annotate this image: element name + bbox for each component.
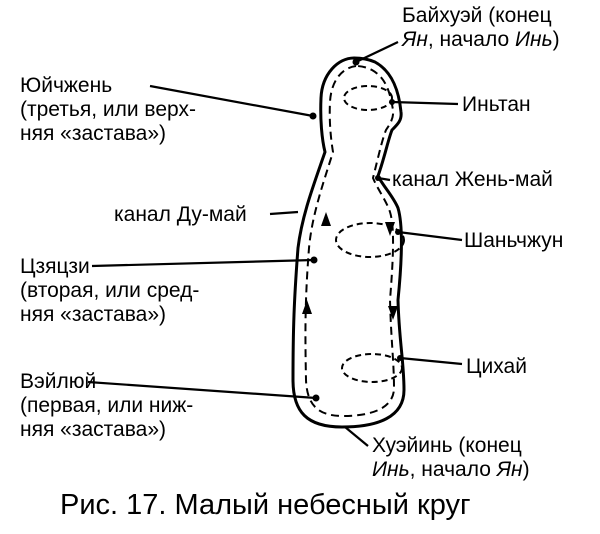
leader-intan [391, 100, 459, 106]
label-intan: Иньтан [462, 93, 531, 117]
label-yuizhen: Юйчжень (третья, или верх- няя «застава»… [20, 74, 196, 146]
arrow-du-lower [302, 300, 312, 314]
label-baihuei-line1: Байхуэй (конец [402, 4, 552, 27]
label-tsyatszi: Цзяцзи (вторая, или сред- няя «застава») [20, 255, 199, 327]
figure-caption: Рис. 17. Малый небесный круг [60, 489, 471, 521]
label-tsyatszi-line2: (вторая, или сред- [20, 279, 200, 302]
label-kanal-du-text: канал Ду-май [114, 203, 247, 226]
label-huei-in-close: ) [522, 458, 530, 481]
label-huei-in-mid: , начало [409, 458, 497, 481]
label-veiluy-line3: няя «застава») [20, 418, 166, 441]
label-intan-text: Иньтан [462, 93, 531, 116]
label-tsihai: Цихай [466, 355, 527, 379]
leader-tsyatszi [91, 258, 315, 268]
label-kanal-du: канал Ду-май [114, 203, 247, 227]
leader-tsihai [399, 356, 463, 366]
center-upper [343, 85, 393, 111]
leader-yuizhen [149, 84, 314, 118]
label-baihuei-line2: Ян, начало Инь) [402, 28, 560, 52]
label-shanzhun: Шаньчжун [464, 229, 563, 253]
label-kanal-zhen: канал Жень-май [392, 168, 553, 192]
label-kanal-zhen-text: канал Жень-май [392, 168, 553, 191]
arrow-zhen-lower [388, 306, 398, 320]
label-yuizhen-line3: няя «застава») [20, 122, 166, 145]
label-huei-in-in: Инь [372, 458, 410, 481]
center-lower [341, 353, 403, 383]
label-veiluy-line2: (первая, или ниж- [20, 394, 194, 417]
label-yuizhen-line1: Юйчжень [20, 74, 113, 97]
leader-veiluy [87, 380, 317, 400]
label-huei-in: Хуэйинь (конец Инь, начало Ян) [372, 434, 530, 482]
label-tsyatszi-line3: няя «застава») [20, 303, 166, 326]
label-baihuei-close: ) [552, 28, 560, 51]
label-yuizhen-line2: (третья, или верх- [20, 98, 196, 121]
label-shanzhun-text: Шаньчжун [464, 229, 564, 252]
leader-kanal-zhen [377, 176, 391, 182]
label-tsyatszi-line1: Цзяцзи [20, 255, 90, 278]
label-tsihai-text: Цихай [466, 355, 527, 378]
label-huei-in-yan: Ян [496, 458, 523, 481]
label-baihuei-mid: , начало [427, 28, 515, 51]
label-veiluy-line1: Вэйлюй [20, 370, 97, 393]
label-baihuei-in: Инь [514, 28, 553, 51]
label-baihuei: Байхуэй (конец Ян, начало Инь) [402, 4, 560, 52]
label-huei-in-line1: Хуэйинь (конец [372, 434, 522, 457]
arrow-du-upper [321, 212, 331, 226]
center-middle [335, 222, 405, 258]
body-outline [291, 56, 406, 429]
circuit-path [304, 64, 396, 418]
leader-huei-in [344, 426, 369, 447]
leader-shanzhun [397, 230, 463, 242]
label-baihuei-yan: Ян [402, 28, 428, 51]
label-huei-in-line2: Инь, начало Ян) [372, 458, 530, 482]
label-veiluy: Вэйлюй (первая, или ниж- няя «застава») [20, 370, 193, 442]
leader-baihuei [355, 41, 399, 63]
leader-kanal-du [269, 210, 299, 216]
